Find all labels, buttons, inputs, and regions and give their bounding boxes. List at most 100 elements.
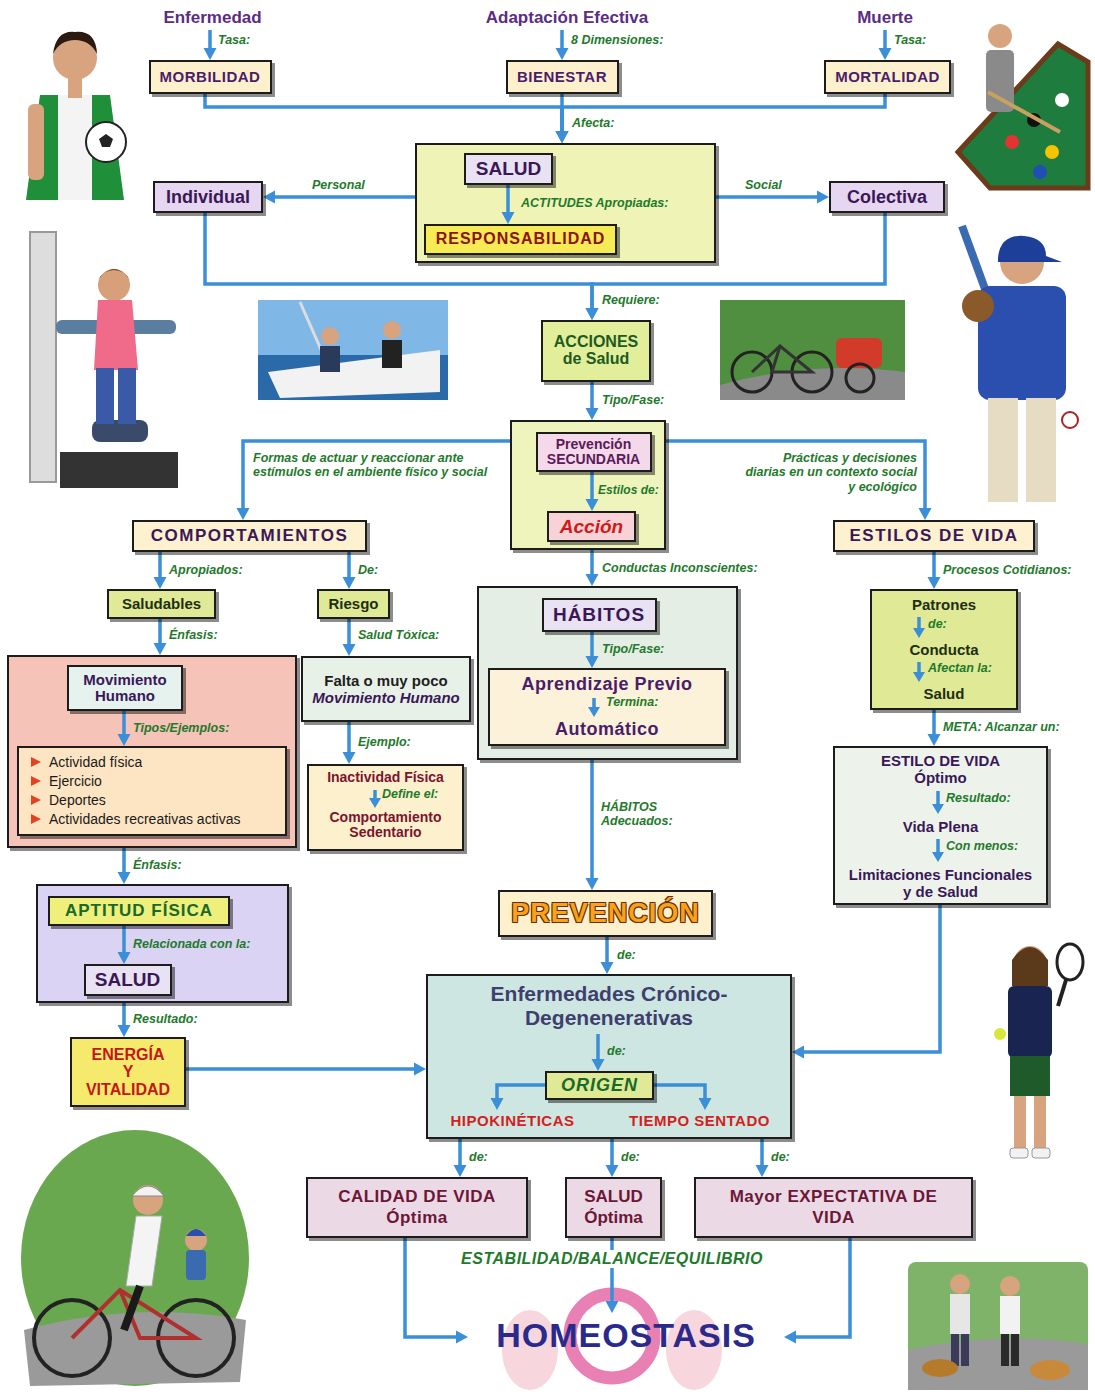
inner-arrow <box>917 662 921 673</box>
arrowhead <box>606 1301 619 1313</box>
concept-box: ESTILO DE VIDA ÓptimoVida PlenaLimitacio… <box>833 746 1048 905</box>
connector-line <box>590 472 594 501</box>
node-text: Aprendizaje Previo <box>494 674 720 695</box>
photo-baseball-player-shape <box>988 398 1018 502</box>
inner-arrowhead <box>932 852 944 862</box>
connector-arrow <box>586 382 599 420</box>
edge-label: Prácticas y decisiones diarias en un con… <box>745 451 917 494</box>
concept-box: Individual <box>153 181 263 213</box>
photo-walkers-shape <box>961 1334 969 1366</box>
arrowhead <box>817 191 829 204</box>
connector-line <box>596 1034 600 1061</box>
photo-cyclist-shape <box>21 1130 249 1386</box>
arrowhead <box>491 1098 504 1110</box>
photo-soccer-player <box>26 32 126 200</box>
connector-line <box>610 1139 614 1167</box>
container-box: APTITUD FÍSICASALUDRelacionada con la: <box>36 884 289 1003</box>
arrowhead <box>586 878 599 890</box>
connector-line <box>883 30 887 50</box>
node-text: BIENESTAR <box>517 68 607 85</box>
photo-tennis-player-shape <box>1010 1056 1050 1096</box>
concept-box: MORTALIDAD <box>824 60 951 94</box>
connector-arrow <box>186 1063 426 1076</box>
plain-text-node: Enfermedad <box>140 6 285 30</box>
arrowhead <box>784 1331 796 1344</box>
list-item: Actividades recreativas activas <box>49 810 240 829</box>
concept-box: Aprendizaje PrevioAutomáticoTermina: <box>488 668 726 746</box>
concept-box: HÁBITOS <box>542 598 657 632</box>
edge-label: Énfasis: <box>133 858 182 872</box>
photo-cyclist-shape <box>133 1185 163 1215</box>
connector-line <box>562 94 885 133</box>
node-text: MORBILIDAD <box>160 68 261 85</box>
edge-label: Procesos Cotidianos: <box>943 563 1072 577</box>
container-box: SALUDRESPONSABILIDADACTITUDES Apropiadas… <box>415 143 716 263</box>
connector-line <box>122 926 126 954</box>
inner-arrowhead <box>369 798 381 808</box>
concept-box: Acción <box>547 511 636 542</box>
inner-label: de: <box>928 617 947 631</box>
connector-arrow <box>118 1003 131 1037</box>
photo-boat-shape <box>268 350 440 398</box>
connector-line <box>590 382 594 410</box>
arrowhead <box>118 1025 131 1037</box>
connector-arrow <box>601 937 614 974</box>
arrowhead <box>556 48 569 60</box>
inner-label: Resultado: <box>946 791 1011 805</box>
edge-label: Afecta: <box>572 116 614 130</box>
inner-arrow <box>592 698 596 708</box>
connector-arrow <box>592 1034 605 1071</box>
node-text: APTITUD FÍSICA <box>65 901 213 921</box>
concept-box: PREVENCIÓN <box>498 890 713 937</box>
node-text: Enfermedad <box>163 8 261 28</box>
edge-label: Estilos de: <box>598 484 659 498</box>
arrowhead <box>556 131 569 143</box>
edge-label: Apropiados: <box>169 563 243 577</box>
concept-box: Falta o muy pocoMovimiento Humano <box>301 656 471 722</box>
node-text: Salud <box>876 685 1012 702</box>
connector-arrow <box>928 710 941 746</box>
photo-walkers-shape <box>950 1294 970 1334</box>
concept-box: Riesgo <box>317 589 390 619</box>
node-text: HÁBITOS <box>553 604 645 626</box>
photo-tennis-player-shape <box>1032 1148 1050 1158</box>
edge-label: Tipo/Fase: <box>602 642 664 656</box>
concept-box: ACCIONES de Salud <box>541 320 651 382</box>
connector-arrow <box>756 1139 769 1177</box>
edge-label: Requiere: <box>602 293 660 307</box>
photo-gym-shape <box>60 452 178 488</box>
inner-label: Afectan la: <box>928 661 992 675</box>
photo-tennis-player-shape <box>1012 947 1048 986</box>
photo-cyclist-shape <box>185 1229 207 1251</box>
node-text: Mayor EXPECTATIVA DE VIDA <box>719 1187 949 1228</box>
connector-arrow <box>784 1238 850 1344</box>
edge-label: ACTITUDES Apropiadas: <box>521 196 668 210</box>
edge-label: Personal <box>312 178 365 192</box>
photo-walkers-shape <box>1000 1296 1020 1334</box>
connector-line <box>610 1238 614 1303</box>
photo-boat-shape <box>258 300 448 400</box>
edge-label: Tasa: <box>894 33 926 47</box>
connector-arrow <box>586 760 599 890</box>
edge-label: Tipos/Ejemplos: <box>133 721 229 735</box>
photo-gym-shape <box>98 269 130 280</box>
edge-label: HÁBITOS Adecuados: <box>601 800 693 829</box>
connector-line <box>122 711 126 736</box>
concept-box: COMPORTAMIENTOS <box>132 520 367 552</box>
node-text: RESPONSABILIDAD <box>436 230 606 248</box>
arrowhead <box>756 1165 769 1177</box>
inner-arrowhead <box>932 804 944 814</box>
photo-walkers-shape <box>1011 1334 1019 1366</box>
arrowhead <box>556 131 569 143</box>
concept-box: ENERGÍA Y VITALIDAD <box>70 1037 186 1107</box>
connector-line <box>506 185 510 214</box>
photo-gym-shape <box>96 368 114 424</box>
connector-arrow <box>586 472 599 511</box>
connector-line <box>122 1003 126 1027</box>
plain-text-node: Adaptación Efectiva <box>462 6 672 30</box>
inner-label: Define el: <box>382 787 438 801</box>
arrowhead <box>204 48 217 60</box>
connector-arrow <box>343 619 356 656</box>
connector-line <box>497 1085 545 1100</box>
photo-tennis-player-shape <box>1010 1148 1028 1158</box>
